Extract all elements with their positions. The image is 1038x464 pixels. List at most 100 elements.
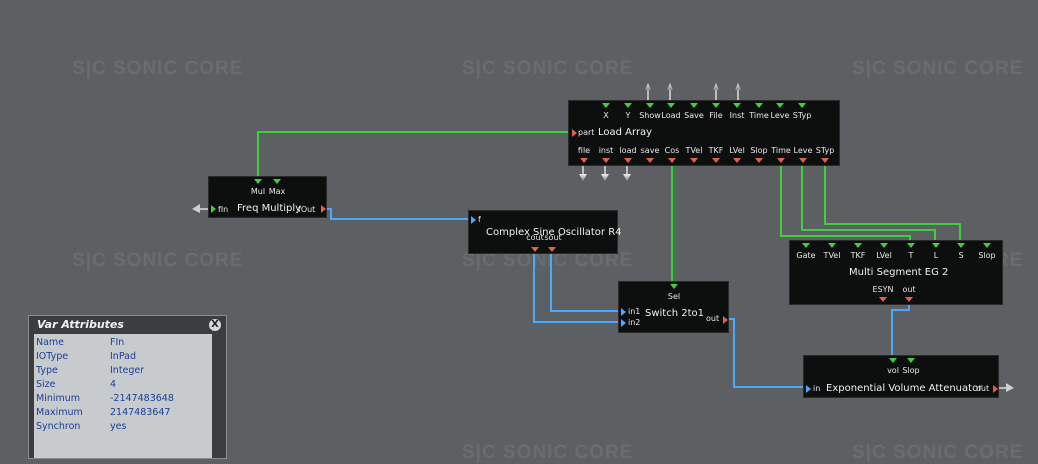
port-file-icon[interactable] [712,103,720,108]
port-slop-icon[interactable] [907,358,915,363]
watermark: S|C SONIC CORE [72,250,244,271]
wire-out-to-in[interactable] [725,318,807,388]
module-exp-volume-attenuator[interactable]: vol Slop in Exponential Volume Attenuato… [803,355,999,398]
watermark: S|C SONIC CORE [72,58,244,79]
attr-key: IOType [36,351,69,362]
port-s-icon[interactable] [957,243,965,248]
port-label: fOut [298,205,316,214]
port-l-icon[interactable] [932,243,940,248]
wire-time-to-t[interactable] [780,162,911,243]
module-sine-oscillator[interactable]: f Complex Sine Oscillator R4 cout sout [468,210,622,254]
watermark: S|C SONIC CORE [852,58,1024,79]
port-sout-icon[interactable] [548,247,556,252]
port-label: file [577,146,591,155]
wire-cout-to-in2[interactable] [533,250,622,323]
module-title: Switch 2to1 [645,308,705,319]
module-multi-segment-eg[interactable]: Gate TVel TKF LVel T L S Slop Multi Segm… [789,240,1003,305]
port-label: Show [639,111,661,120]
port-label: T [908,251,914,260]
port-leve-icon[interactable] [776,103,784,108]
port-max-icon[interactable] [273,179,281,184]
port-label: Slop [902,366,920,375]
port-label: ESYN [872,285,894,294]
module-switch[interactable]: Sel in1 in2 Switch 2to1 out [618,281,729,333]
port-tkf-out-icon[interactable] [712,158,720,163]
port-tvel-out-icon[interactable] [690,158,698,163]
port-leve-out-icon[interactable] [799,158,807,163]
wire-styp-to-s[interactable] [824,162,961,243]
port-in-icon[interactable] [806,385,811,393]
port-lvel-out-icon[interactable] [733,158,741,163]
port-slop-icon[interactable] [983,243,991,248]
port-label: Leve [770,111,790,120]
port-in1-icon[interactable] [621,308,626,316]
watermark: S|C SONIC CORE [462,58,634,79]
port-lvel-icon[interactable] [880,243,888,248]
port-y-icon[interactable] [624,103,632,108]
port-eg-out-icon[interactable] [905,297,913,302]
module-freq-multiply[interactable]: Mul Max fIn Freq Multiply fOut [208,176,327,218]
wire-sout-to-in1[interactable] [550,250,622,312]
port-cos-out-icon[interactable] [668,158,676,163]
attr-key: Minimum [36,393,81,404]
port-vol-icon[interactable] [889,358,897,363]
module-title: Load Array [598,127,653,138]
wire-fout-to-f[interactable] [322,208,473,220]
port-label: File [709,111,723,120]
module-title: Exponential Volume Attenuator [826,383,983,394]
port-label: STyp [815,146,835,155]
port-part-icon[interactable] [572,129,577,137]
port-x-icon[interactable] [602,103,610,108]
port-label: cout [526,233,544,242]
port-fout-icon[interactable] [321,205,326,213]
port-styp-out-icon[interactable] [821,158,829,163]
port-label: part [578,128,595,137]
wire-leve-to-l[interactable] [801,162,936,243]
port-f-icon[interactable] [471,216,476,224]
port-esyn-icon[interactable] [879,297,887,302]
port-label: load [619,146,637,155]
port-label: Slop [750,146,768,155]
port-file-out-icon[interactable] [580,158,588,163]
port-save-icon[interactable] [690,103,698,108]
port-mul-icon[interactable] [254,179,262,184]
port-slop-out-icon[interactable] [755,158,763,163]
attr-value: 4 [110,379,117,390]
port-gate-icon[interactable] [802,243,810,248]
port-show-icon[interactable] [646,103,654,108]
port-styp-icon[interactable] [798,103,806,108]
port-t-icon[interactable] [907,243,915,248]
port-sel-icon[interactable] [670,284,678,289]
port-time-out-icon[interactable] [777,158,785,163]
port-label: Slop [978,251,996,260]
wire-egout-to-vol[interactable] [891,300,910,358]
close-button[interactable]: X [209,319,221,331]
port-load-icon[interactable] [667,103,675,108]
port-label: Time [749,111,769,120]
port-label: L [933,251,939,260]
port-load-out-icon[interactable] [624,158,632,163]
port-label: sout [544,233,562,242]
fin-arrow [192,204,211,213]
port-tkf-icon[interactable] [854,243,862,248]
var-attributes-panel[interactable]: Var Attributes X Name FIn IOType InPad T… [28,315,227,459]
port-fin-icon[interactable] [211,205,216,213]
port-label: Gate [796,251,816,260]
port-out-icon[interactable] [993,385,998,393]
port-cout-icon[interactable] [531,247,539,252]
port-label: in1 [628,307,641,316]
port-label: fIn [218,205,229,214]
port-label: LVel [876,251,892,260]
port-label: TVel [685,146,703,155]
port-label: S [958,251,964,260]
port-time-icon[interactable] [755,103,763,108]
port-in2-icon[interactable] [621,319,626,327]
port-out-icon[interactable] [723,316,728,324]
port-inst-icon[interactable] [733,103,741,108]
port-save-out-icon[interactable] [646,158,654,163]
wire-part-to-mul[interactable] [257,131,575,178]
port-label: Mul [250,187,266,196]
port-tvel-icon[interactable] [828,243,836,248]
module-load-array[interactable]: X Y Show Load Save File Inst Time Leve S… [568,100,840,166]
port-inst-out-icon[interactable] [602,158,610,163]
